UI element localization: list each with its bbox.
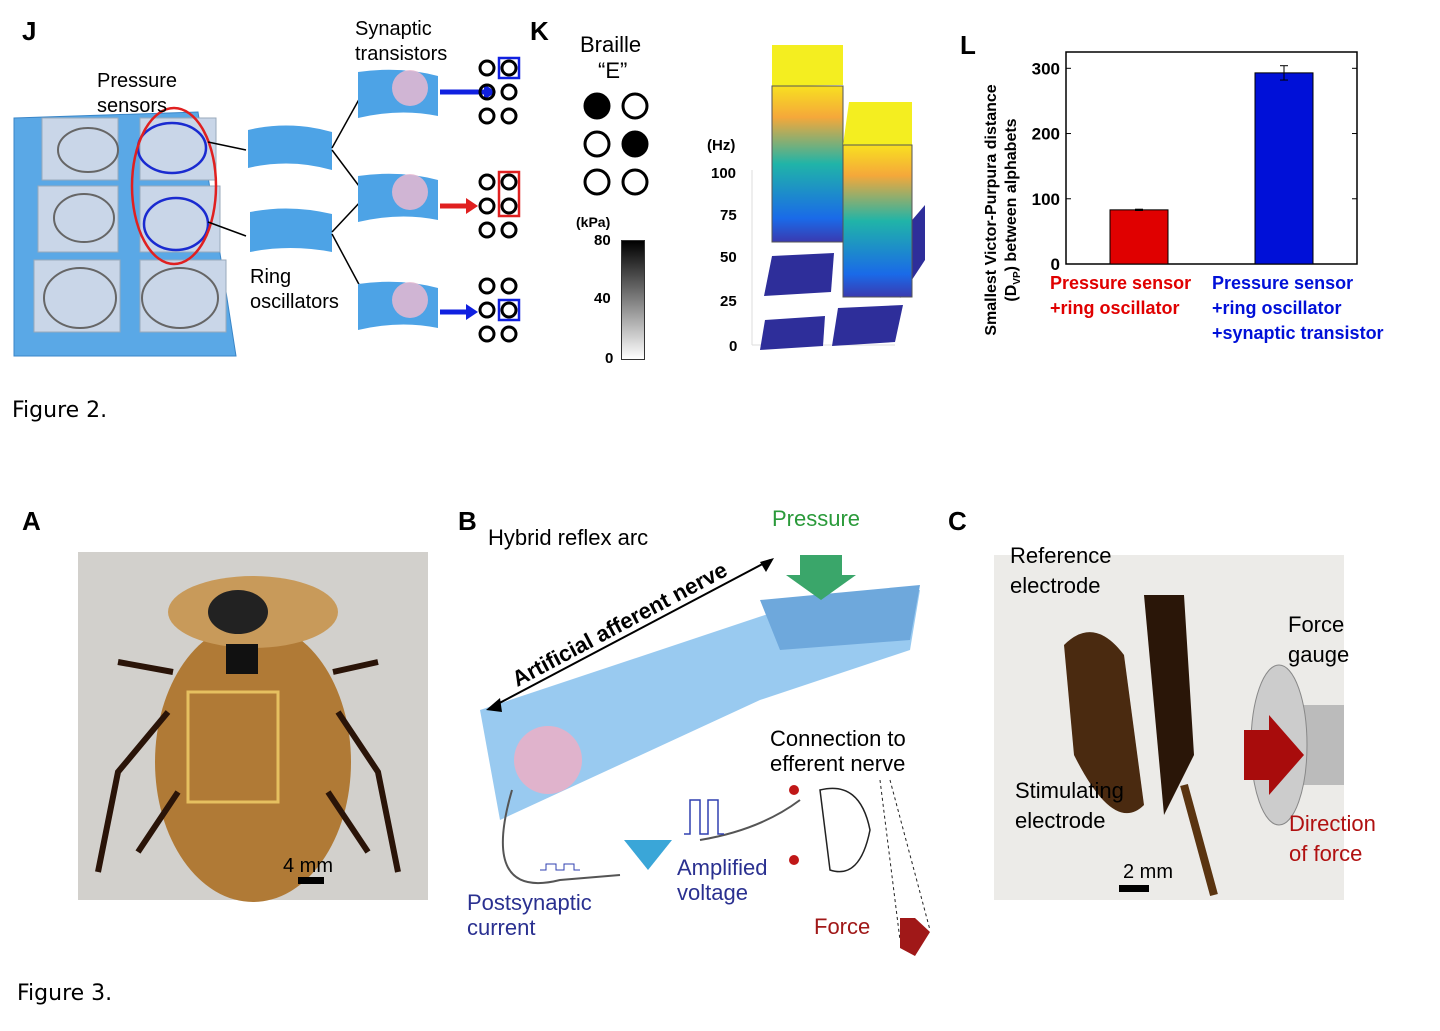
x-category-label-line: +synaptic transistor [1212, 323, 1384, 343]
x-category-label-line: Pressure sensor [1050, 273, 1192, 293]
plot-frame [1065, 51, 1358, 265]
force-label: Force [814, 914, 871, 939]
z-tick: 100 [711, 165, 737, 182]
x-category-label-line: +ring oscillator [1050, 298, 1180, 318]
postsynaptic-current-label: Postsynaptic current [467, 890, 592, 940]
panel-j-label: J [22, 16, 37, 46]
braille-letter: “E” [598, 58, 628, 83]
braille-dot-flat [583, 130, 611, 158]
x-category-label-line: +ring oscillator [1212, 298, 1342, 318]
colorbar-unit: (kPa) [576, 214, 611, 230]
colorbar-tick: 40 [594, 290, 611, 307]
bar-chart: 0 100 200 300 [1032, 51, 1358, 274]
pressure-colorbar [621, 240, 645, 360]
y-tick-label: 200 [1032, 125, 1060, 144]
reflex-arc-title: Hybrid reflex arc [488, 525, 649, 550]
ring-oscillators-label: Ring oscillators [250, 266, 339, 313]
braille-cell [583, 92, 649, 196]
colorbar-tick: 0 [605, 350, 614, 367]
z-tick: 25 [720, 293, 737, 310]
cockroach-photo [78, 552, 428, 902]
pressure-sensors-label: Pressure sensors [97, 70, 178, 117]
braille-outputs [478, 59, 518, 343]
braille-dot-raised [621, 130, 649, 158]
efferent-label: Connection to efferent nerve [770, 726, 906, 776]
reference-electrode-label: Reference electrode [1010, 543, 1112, 598]
x-category-label: Pressure sensor +ring oscillator +synaptic… [1212, 271, 1384, 346]
panel-k-label: K [530, 16, 549, 46]
leg-photo [994, 555, 1344, 900]
bar [1109, 209, 1169, 265]
z-axis-unit: (Hz) [707, 137, 736, 154]
panel-b-label: B [458, 506, 477, 536]
direction-of-force-label: Direction of force [1289, 811, 1376, 866]
reflex-arc-illustration [480, 555, 931, 956]
braille-dot-flat [621, 92, 649, 120]
bar-3d [842, 144, 913, 298]
ring-oscillator-bottom [250, 208, 332, 252]
amplified-voltage-label: Amplified voltage [677, 855, 768, 905]
bar-3d [771, 85, 844, 243]
y-tick-label: 300 [1032, 59, 1060, 78]
braille-dot-flat [583, 168, 611, 196]
figure-3-caption: Figure 3. [17, 981, 113, 1006]
bar-top [843, 102, 912, 145]
bar-top [772, 45, 843, 86]
panel-a-label: A [22, 506, 41, 536]
ring-oscillator-top [248, 125, 332, 170]
force-gauge-label: Force gauge [1288, 612, 1350, 667]
panel-c-label: C [948, 506, 967, 536]
panel-j-illustration [13, 56, 521, 357]
z-tick: 0 [729, 338, 738, 355]
stimulating-electrode-label: Stimulating electrode [1015, 778, 1124, 833]
bar [1254, 72, 1314, 265]
scale-bar-label-a: 4 mm [283, 855, 333, 877]
panel-l-label: L [960, 30, 976, 60]
figure-2-caption: Figure 2. [12, 398, 108, 423]
synaptic-transistors-label: Synaptic transistors [355, 18, 448, 65]
y-tick-label: 0 [1051, 255, 1060, 274]
y-tick-label: 100 [1032, 190, 1060, 209]
pressure-label: Pressure [772, 506, 861, 531]
braille-dot-raised [583, 92, 611, 120]
braille-dot-flat [621, 168, 649, 196]
colorbar-tick: 80 [594, 232, 611, 249]
x-category-label-line: Pressure sensor [1212, 273, 1354, 293]
z-tick: 75 [720, 207, 737, 224]
scale-bar-label-c: 2 mm [1123, 861, 1173, 883]
x-category-label: Pressure sensor +ring oscillator [1050, 271, 1191, 321]
z-tick: 50 [720, 249, 737, 266]
braille-title: Braille [580, 32, 642, 57]
frequency-3d-bars [751, 45, 925, 350]
